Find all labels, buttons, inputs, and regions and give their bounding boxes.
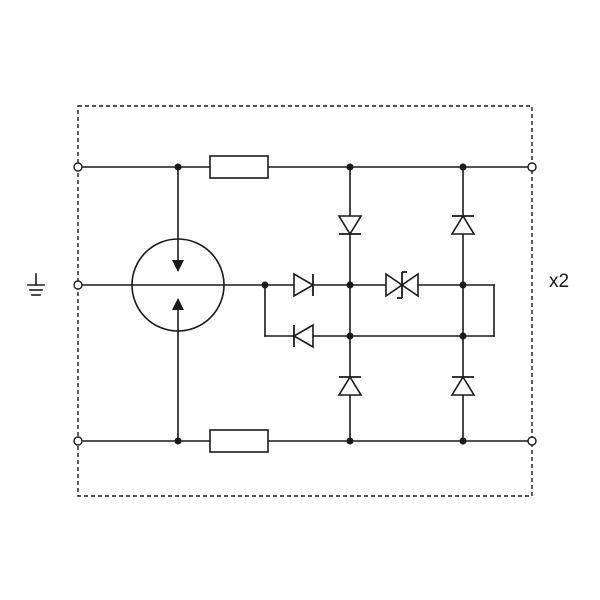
terminals	[73, 162, 537, 446]
bridge-column-right	[450, 166, 476, 442]
resistor-top	[209, 155, 269, 179]
terminal-left-bottom	[73, 436, 83, 446]
diode-left-bottom	[337, 375, 363, 396]
gas-discharge-tube	[131, 166, 225, 442]
middle-network	[264, 271, 495, 349]
bottom-line	[77, 429, 533, 453]
diode-right-bottom	[450, 375, 476, 396]
diode-left-top	[337, 215, 363, 236]
bridge-column-left	[337, 166, 363, 442]
terminal-left-top	[73, 162, 83, 172]
terminal-left-ground	[73, 280, 83, 290]
multiplier-label: x2	[549, 271, 570, 292]
ground-symbol-icon	[27, 273, 45, 296]
terminal-right-top	[527, 162, 537, 172]
terminal-right-bottom	[527, 436, 537, 446]
enclosure-box	[77, 105, 533, 497]
tvs-diode	[385, 271, 419, 299]
resistor-bottom	[209, 429, 269, 453]
diode-right-top	[450, 214, 476, 235]
diode-mid-reverse	[292, 323, 314, 349]
diode-mid-forward	[293, 272, 315, 298]
junction-dots	[174, 163, 467, 445]
top-line	[77, 155, 533, 179]
